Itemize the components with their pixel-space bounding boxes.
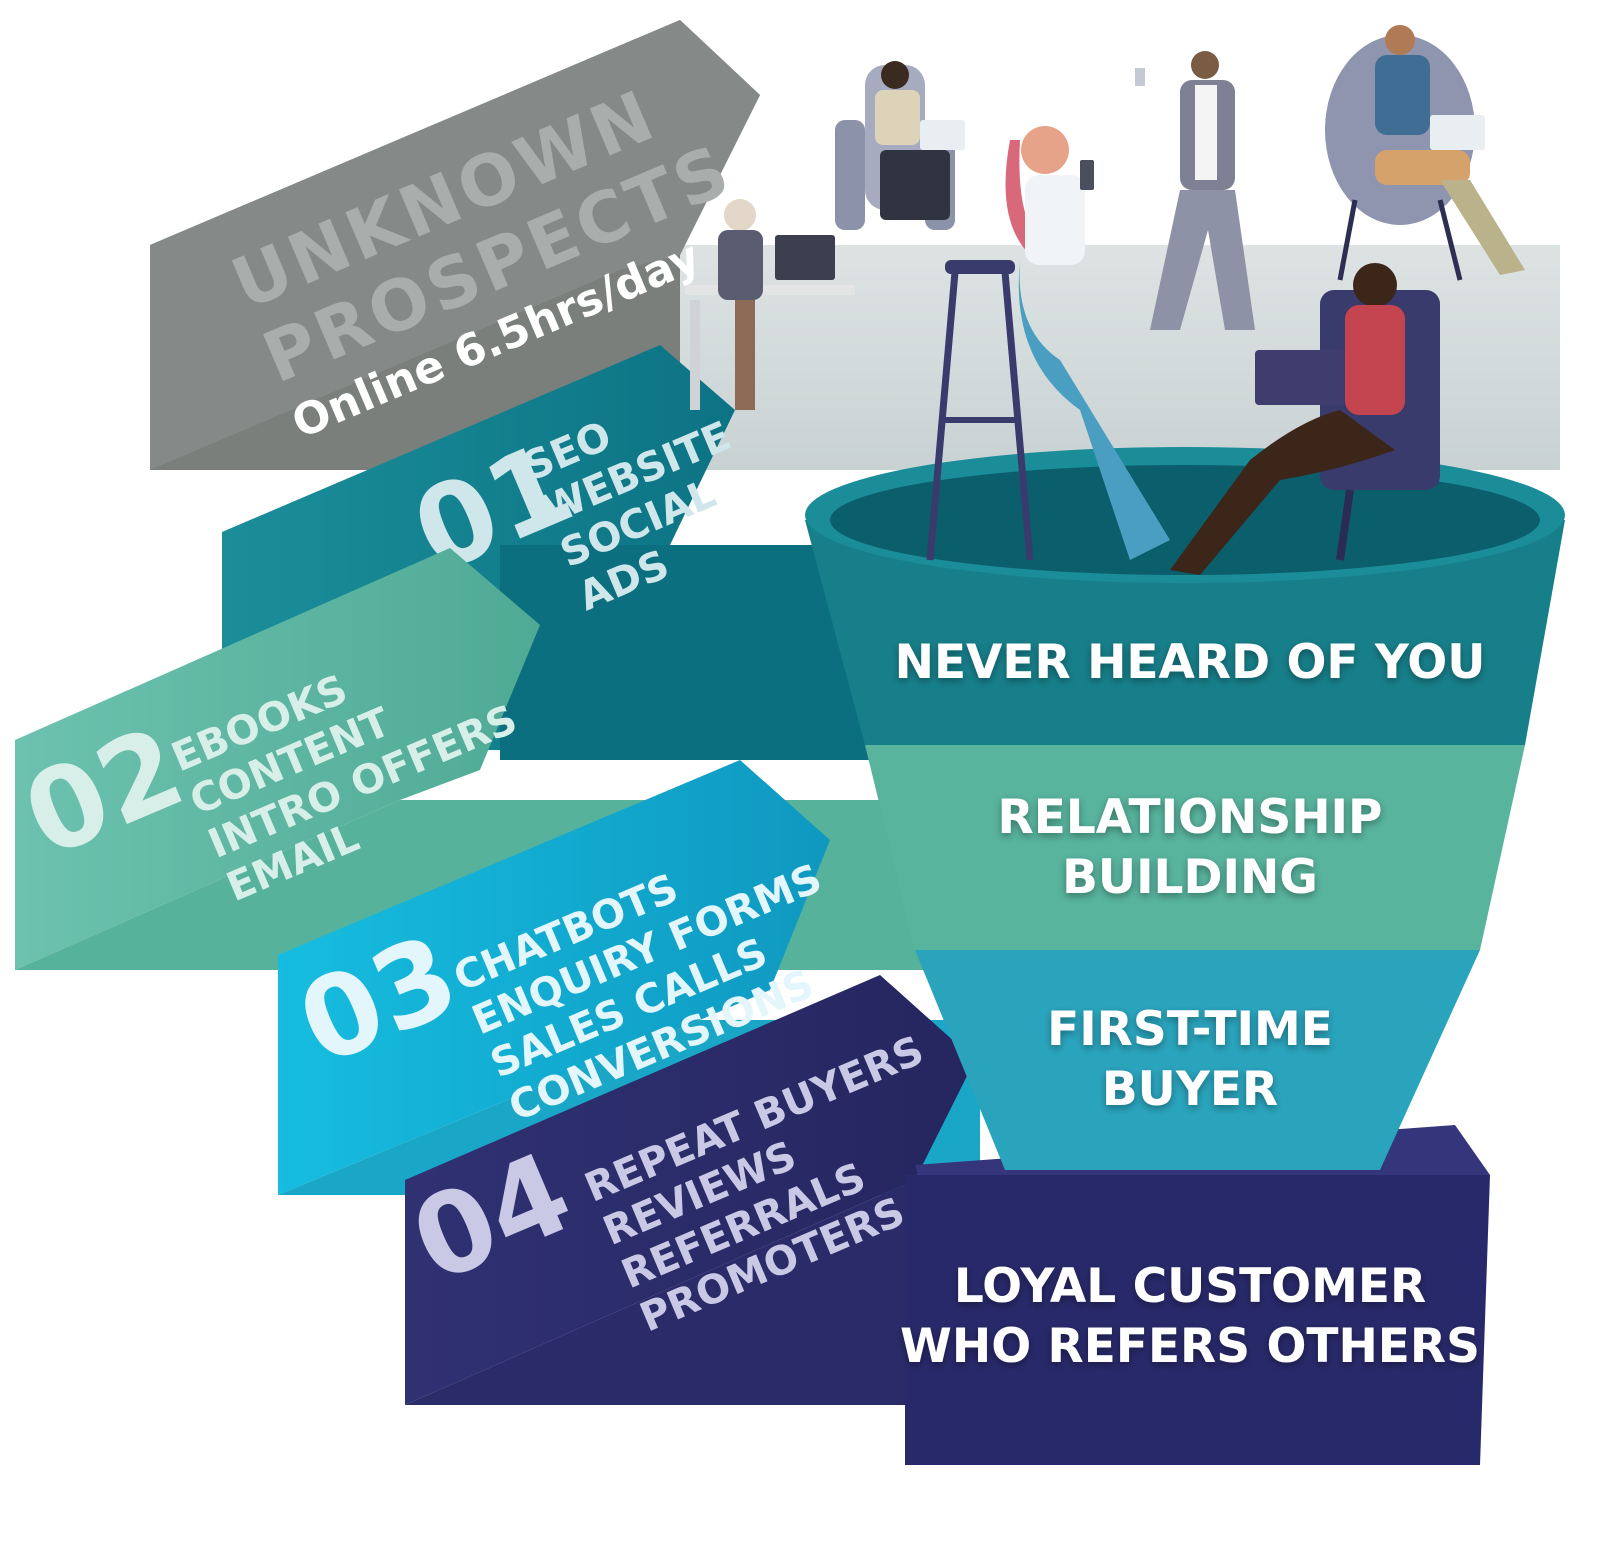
illustration-person-laptop-chair [1170,263,1440,575]
funnel-label-3a: FIRST-TIME [1047,1002,1333,1057]
funnel-segment-3 [915,950,1480,1170]
funnel-label-2b: BUILDING [1062,850,1318,905]
illustration-person-egg-chair [1325,25,1525,281]
funnel-segment-2 [865,745,1525,950]
illustration-person-desk [685,199,855,410]
illustration-person-bar-stool [926,126,1170,561]
funnel-opening [830,465,1540,575]
funnel-segment-1 [805,520,1565,745]
funnel-base-block [905,1175,1490,1465]
funnel-label-4b: WHO REFERS OTHERS [900,1319,1480,1374]
illustration-person-standing [1135,51,1255,330]
funnel-label-4a: LOYAL CUSTOMER [954,1259,1426,1314]
funnel: NEVER HEARD OF YOU RELATIONSHIP BUILDING… [805,447,1565,1465]
illustration-person-armchair [835,61,965,230]
funnel-label-3b: BUYER [1102,1062,1278,1117]
funnel-label-2a: RELATIONSHIP [998,790,1383,845]
funnel-label-1: NEVER HEARD OF YOU [895,635,1486,690]
step-04-ribbon: 04 REPEAT BUYERS REVIEWS REFERRALS PROMO… [395,975,975,1405]
